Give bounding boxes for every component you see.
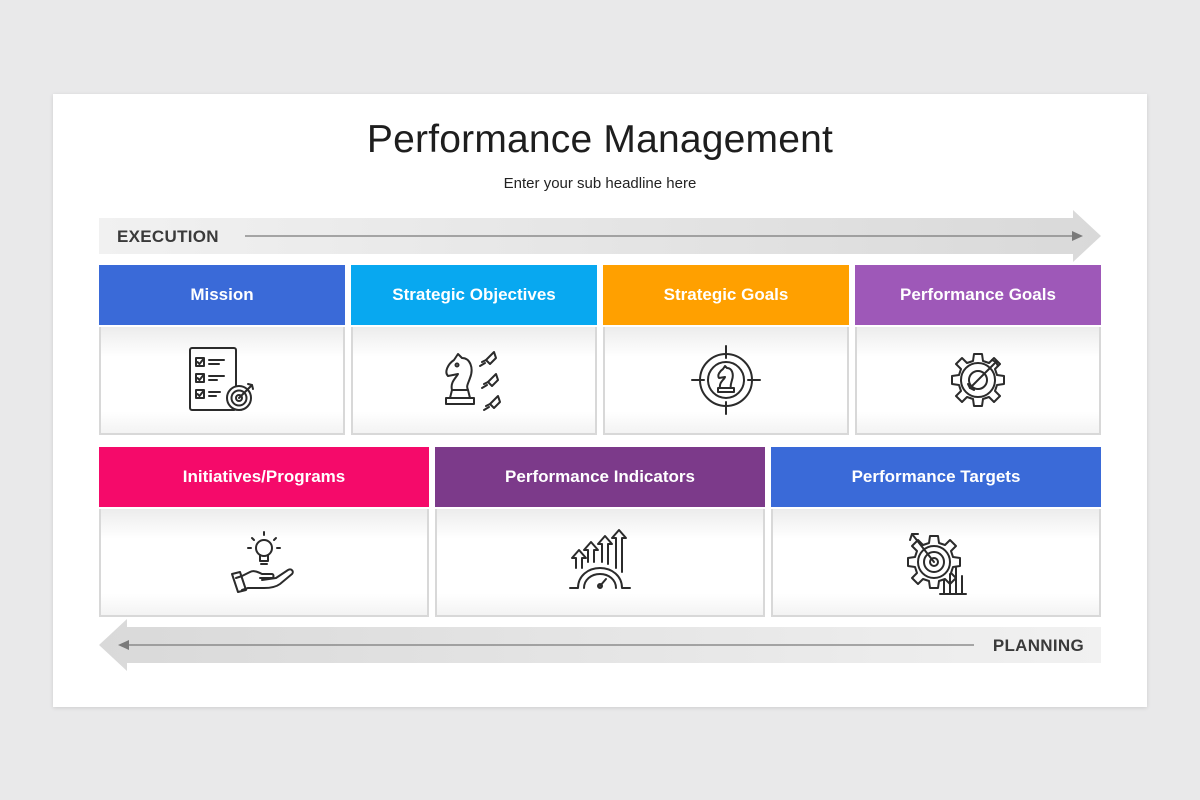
checklist-target-icon bbox=[189, 347, 254, 411]
card-strategic-goals-header: Strategic Goals bbox=[603, 265, 849, 325]
card-performance-targets-body bbox=[771, 509, 1101, 617]
card-performance-indicators-body bbox=[435, 509, 765, 617]
card-performance-goals-header: Performance Goals bbox=[855, 265, 1101, 325]
gear-target-icon bbox=[951, 353, 1005, 407]
card-performance-indicators-header: Performance Indicators bbox=[435, 447, 765, 507]
card-initiatives-programs-body bbox=[99, 509, 429, 617]
card-performance-goals-body bbox=[855, 327, 1101, 435]
card-strategic-goals-body bbox=[603, 327, 849, 435]
crosshair-knight-icon bbox=[691, 345, 761, 415]
card-strategic-objectives: Strategic Objectives bbox=[351, 265, 597, 435]
card-mission-header: Mission bbox=[99, 265, 345, 325]
card-performance-targets: Performance Targets bbox=[771, 447, 1101, 617]
card-strategic-goals: Strategic Goals bbox=[603, 265, 849, 435]
execution-arrow-shape bbox=[99, 210, 1101, 262]
card-initiatives-programs-label: Initiatives/Programs bbox=[182, 467, 346, 486]
card-performance-goals-label: Performance Goals bbox=[900, 285, 1056, 304]
card-performance-goals: Performance Goals bbox=[855, 265, 1101, 435]
card-initiatives-programs-header: Initiatives/Programs bbox=[99, 447, 429, 507]
card-mission-label: Mission bbox=[190, 285, 254, 304]
chess-knight-rockets-icon bbox=[445, 351, 501, 411]
card-strategic-goals-label: Strategic Goals bbox=[663, 285, 789, 304]
hand-lightbulb-icon bbox=[231, 531, 294, 593]
planning-label: PLANNING bbox=[992, 636, 1084, 655]
execution-band: EXECUTION bbox=[99, 210, 1102, 262]
page-subtitle: Enter your sub headline here bbox=[503, 175, 697, 192]
card-strategic-objectives-label: Strategic Objectives bbox=[392, 285, 556, 304]
card-performance-targets-label: Performance Targets bbox=[851, 467, 1021, 486]
gear-target-chart-icon bbox=[907, 533, 967, 595]
gauge-arrows-icon bbox=[569, 529, 631, 589]
page-title: Performance Management bbox=[366, 118, 834, 161]
card-performance-targets-header: Performance Targets bbox=[771, 447, 1101, 507]
execution-label: EXECUTION bbox=[117, 227, 219, 246]
planning-band: PLANNING bbox=[99, 619, 1102, 671]
card-performance-indicators: Performance Indicators bbox=[435, 447, 765, 617]
planning-arrow-shape bbox=[99, 619, 1101, 671]
card-mission-body bbox=[99, 327, 345, 435]
card-mission: Mission bbox=[99, 265, 345, 435]
card-performance-indicators-label: Performance Indicators bbox=[505, 467, 695, 486]
card-initiatives-programs: Initiatives/Programs bbox=[99, 447, 429, 617]
card-strategic-objectives-body bbox=[351, 327, 597, 435]
card-strategic-objectives-header: Strategic Objectives bbox=[351, 265, 597, 325]
